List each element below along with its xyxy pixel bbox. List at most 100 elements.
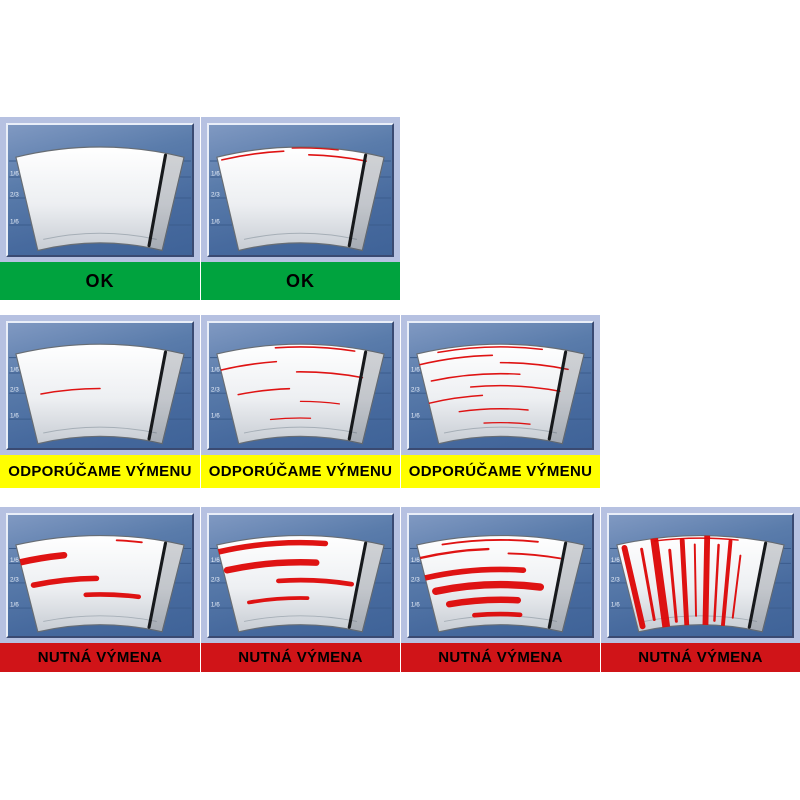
windshield-graphic: 1/62/31/6	[8, 343, 192, 445]
wipe-arc-line	[443, 426, 558, 434]
streaks-group	[418, 346, 569, 425]
red-streak-arc	[16, 551, 68, 566]
blade-shadow-zone	[548, 350, 585, 444]
red-streak-arc	[422, 566, 527, 581]
wiper-blade	[547, 350, 568, 441]
red-streak-arc	[274, 346, 356, 352]
windshield-graphic: 1/62/31/6	[8, 535, 192, 633]
windshield-glass	[15, 146, 185, 252]
red-streak-vertical	[679, 538, 690, 628]
scale-mark-label: 1/6	[10, 557, 19, 564]
blade-shadow-zone	[148, 153, 185, 251]
streaks-group	[219, 346, 364, 421]
wipe-arc-line	[243, 426, 358, 434]
red-streak-vertical	[720, 539, 733, 628]
red-streak-arc	[276, 577, 355, 587]
scale-mark-label: 2/3	[211, 387, 220, 394]
red-streak-arc	[432, 580, 545, 595]
status-label-replace: NUTNÁ VÝMENA	[0, 643, 200, 672]
blade-shadow-zone	[348, 541, 385, 632]
wipe-arc-line	[43, 615, 157, 622]
red-streak-arc	[115, 539, 143, 544]
red-streak-arc	[291, 147, 339, 151]
red-streak-arc	[223, 559, 320, 574]
red-streak-vertical	[668, 548, 678, 623]
red-streak-arc	[237, 387, 291, 396]
streaks-group	[221, 147, 367, 162]
windshield-glass	[216, 535, 385, 633]
red-streak-vertical	[702, 535, 711, 628]
wipe-arc-line	[43, 426, 157, 434]
blade-shadow-zone	[348, 350, 385, 444]
scale-mark-label: 1/6	[211, 557, 220, 564]
red-streak-arc	[499, 361, 569, 371]
red-streak-arc	[299, 400, 341, 405]
red-streak-arc	[83, 592, 142, 600]
status-label-recommend: ODPORÚČAME VÝMENU	[0, 455, 200, 488]
scale-mark-label: 1/6	[411, 413, 420, 420]
red-streak-arc	[216, 539, 329, 555]
status-label-replace: NUTNÁ VÝMENA	[401, 643, 600, 672]
wiper-blade	[147, 541, 168, 629]
red-streak-arc	[430, 372, 521, 382]
scale-mark-label: 1/6	[10, 218, 19, 225]
red-streak-arc	[483, 421, 531, 425]
scale-mark-label: 1/6	[10, 602, 19, 609]
windshield-glass	[416, 343, 585, 445]
wiper-blade	[347, 541, 368, 629]
status-label-ok: OK	[0, 262, 200, 300]
scale-mark-label: 1/6	[611, 557, 620, 564]
red-streak-vertical	[693, 543, 697, 617]
scale-mark-label: 1/6	[211, 170, 220, 177]
scale-mark-label: 1/6	[211, 367, 220, 374]
windshield-graphic: 1/62/31/6	[409, 343, 592, 445]
red-streak-arc	[221, 150, 285, 161]
status-label-recommend: ODPORÚČAME VÝMENU	[201, 455, 400, 488]
red-streak-arc	[40, 387, 101, 395]
windshield-graphic: 1/62/31/6	[209, 146, 392, 252]
wiper-blade	[747, 541, 768, 629]
wiper-blade	[147, 350, 168, 441]
status-label-ok: OK	[201, 262, 400, 300]
blade-shadow-zone	[148, 350, 185, 444]
windshield-graphic: 1/62/31/6	[209, 535, 392, 633]
blade-shadow-zone	[348, 153, 385, 251]
scale-mark-label: 2/3	[411, 577, 420, 584]
scale-mark-label: 2/3	[10, 191, 19, 198]
red-streak-arc	[307, 154, 367, 162]
blade-shadow-zone	[548, 541, 585, 632]
status-label-replace: NUTNÁ VÝMENA	[201, 643, 400, 672]
scale-mark-label: 1/6	[411, 602, 420, 609]
blade-shadow-zone	[748, 541, 785, 632]
wiper-blade	[347, 350, 368, 441]
red-streak-arc	[30, 575, 100, 588]
scale-mark-label: 2/3	[211, 191, 220, 198]
wiper-blade	[147, 153, 168, 248]
red-streak-arc	[418, 547, 490, 560]
status-label-replace: NUTNÁ VÝMENA	[601, 643, 800, 672]
streaks-group	[418, 539, 562, 618]
wipe-arc-line	[43, 232, 157, 240]
wiper-blade	[547, 541, 568, 629]
streaks-group	[621, 535, 742, 631]
